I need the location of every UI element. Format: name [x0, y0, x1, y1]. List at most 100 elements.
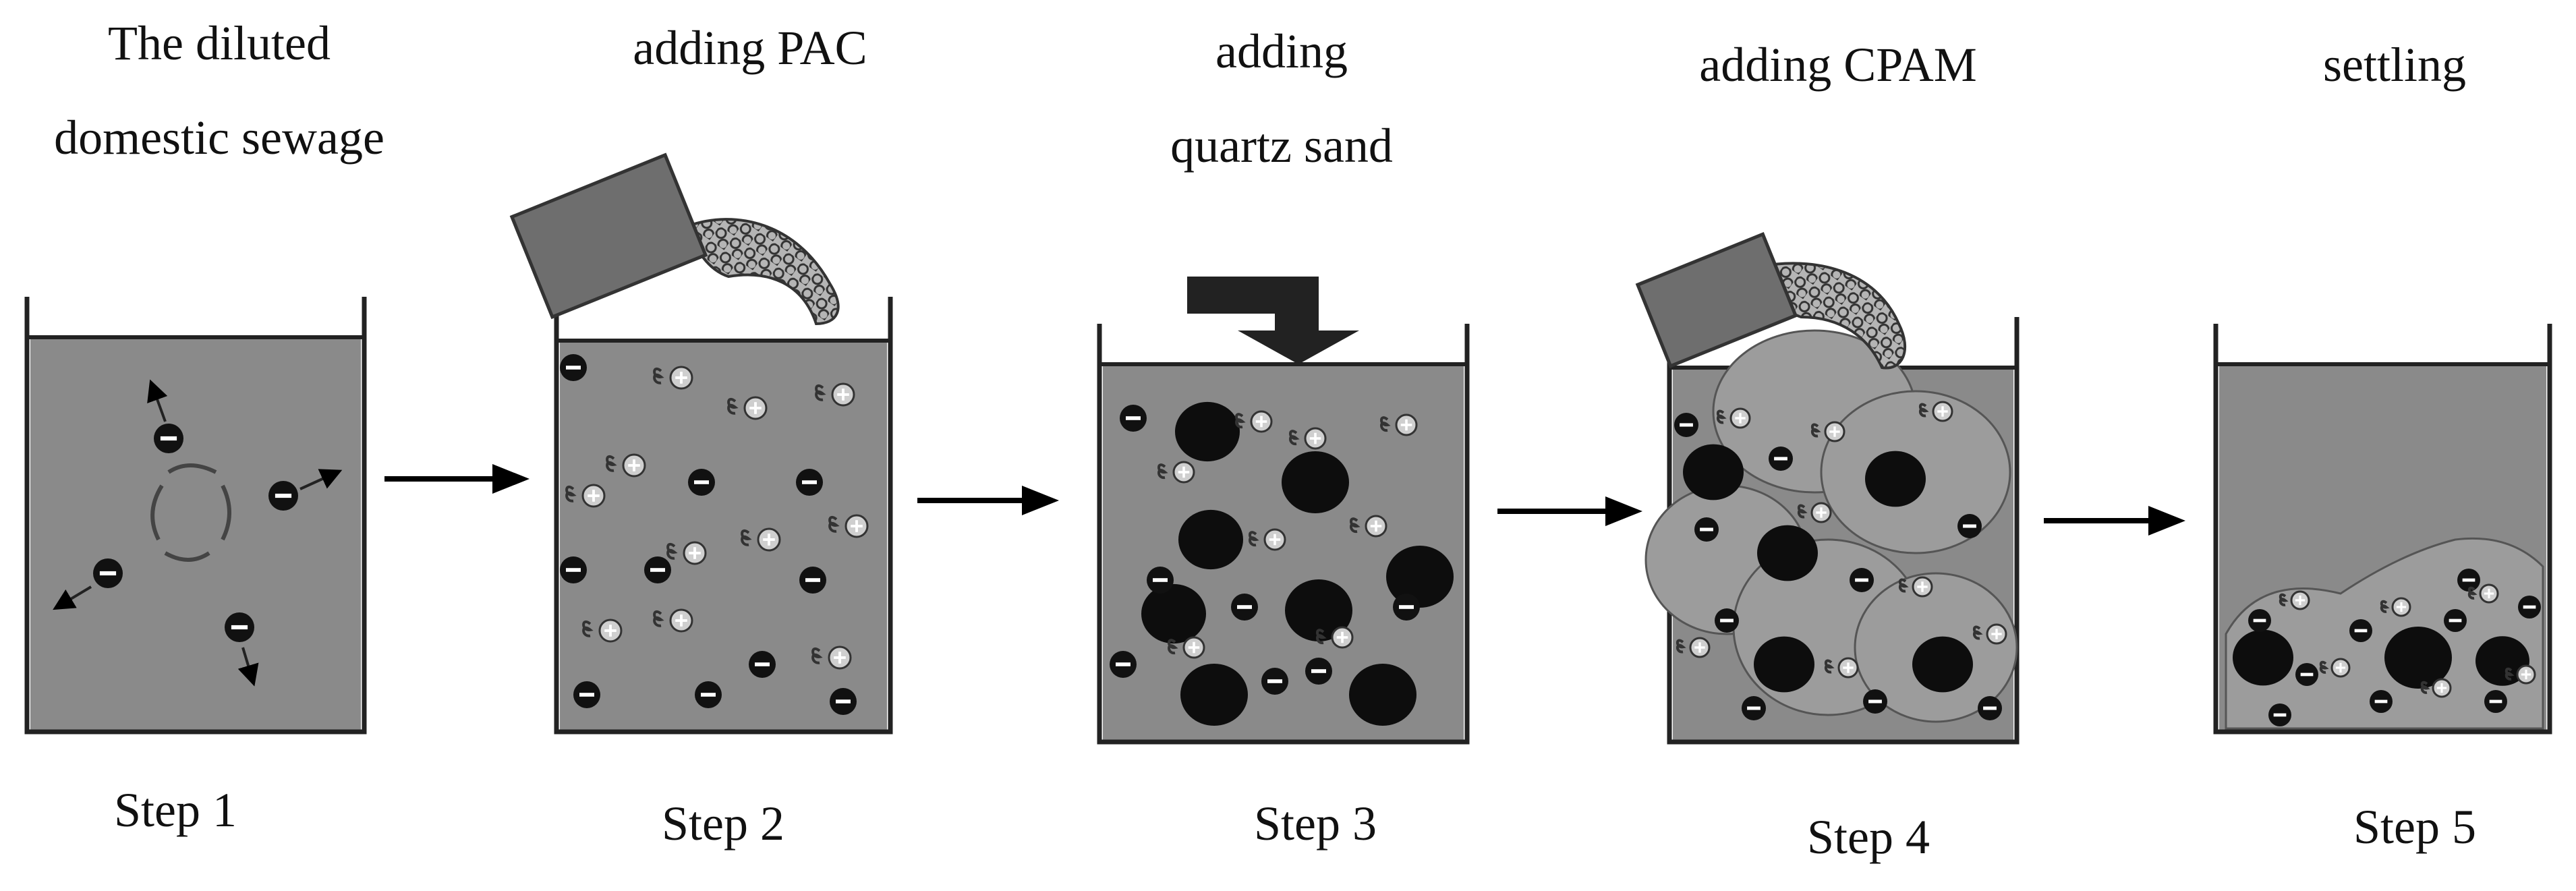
- polymer-strand: [727, 398, 739, 415]
- polymer-strand: [1350, 517, 1361, 534]
- negative-particle: [2518, 596, 2541, 619]
- water-step1: [30, 337, 361, 732]
- polymer-strand: [815, 384, 826, 401]
- negative-particle: [225, 612, 254, 642]
- sand-grain: [1285, 579, 1352, 641]
- beaker-wall-step1: [24, 297, 367, 735]
- sand-grain: [2475, 636, 2529, 686]
- pac-positive-particle: [1395, 413, 1418, 436]
- pac-positive-particle: [1729, 407, 1751, 429]
- polymer-strand: [1289, 430, 1300, 446]
- polymer-strand: [1918, 403, 1929, 418]
- particles-step2: [560, 354, 869, 715]
- pac-powder-stream: [686, 218, 840, 326]
- particles-step4: [1644, 329, 2018, 723]
- beaker-step5: [2213, 324, 2552, 735]
- polymer-strand: [1676, 639, 1686, 654]
- pac-positive-particle: [831, 382, 855, 407]
- pac-positive-particle: [2330, 658, 2351, 678]
- negative-particle: [2295, 663, 2318, 686]
- beaker-wall-step2: [554, 297, 893, 735]
- polymer-strand: [2467, 586, 2478, 600]
- pac-positive-particle: [2432, 678, 2452, 698]
- negative-particle: [268, 481, 298, 511]
- pac-positive-particle: [1912, 576, 1933, 598]
- step3-title-line1: adding: [1215, 24, 1348, 78]
- negative-particle: [1742, 696, 1766, 720]
- step1-title-line2: domestic sewage: [54, 111, 384, 165]
- cpam-bag: [1635, 232, 1798, 368]
- polymer-strand: [666, 543, 678, 560]
- pac-positive-particle: [743, 396, 768, 420]
- polymer-strand: [2380, 600, 2390, 613]
- step5-label: Step 5: [2353, 800, 2476, 854]
- negative-particle: [830, 688, 857, 715]
- dispersed-colloid: [150, 463, 231, 562]
- polymer-strand: [653, 610, 664, 627]
- cpam-bag-icon: [1635, 232, 1906, 370]
- particles-step1: [53, 379, 343, 687]
- process-arrows: [384, 464, 2185, 536]
- motion-arrow: [299, 469, 343, 490]
- pac-positive-particle: [1250, 410, 1273, 433]
- negative-particle: [93, 558, 123, 588]
- sand-grain: [1386, 546, 1454, 608]
- motion-arrow: [237, 647, 259, 687]
- negative-particle: [1694, 517, 1719, 542]
- polymer-strand: [2420, 681, 2430, 694]
- negative-particle: [2457, 569, 2480, 592]
- pac-positive-particle: [1689, 637, 1711, 658]
- polymer-strand: [1316, 629, 1327, 645]
- polymer-strand: [1168, 639, 1178, 655]
- polymer-strand: [2279, 593, 2289, 606]
- pac-positive-particle: [828, 645, 852, 670]
- step4-label: Step 4: [1807, 810, 1930, 864]
- motion-arrow: [53, 585, 92, 610]
- pac-positive-particle: [669, 608, 693, 633]
- negative-particle: [1863, 689, 1887, 714]
- polymer-strand: [2505, 667, 2515, 681]
- negative-particle: [560, 556, 587, 583]
- beaker-step1: [24, 297, 367, 735]
- negative-particle: [560, 354, 587, 381]
- pac-positive-particle: [622, 453, 646, 478]
- polymer-strand: [1797, 504, 1808, 519]
- polymer-strand: [1235, 413, 1246, 429]
- particles-step3: [1110, 401, 1454, 726]
- beaker-step4: [1644, 317, 2020, 745]
- pac-positive-particle: [1365, 515, 1387, 538]
- sand-grain: [1178, 509, 1243, 570]
- step1-title: The diluted domestic sewage: [54, 16, 384, 165]
- beaker-step3: [1097, 324, 1470, 745]
- step2-label: Step 2: [662, 797, 784, 851]
- sand-grain: [1683, 444, 1744, 500]
- pac-positive-particle: [1182, 636, 1205, 659]
- pac-positive-particle: [1172, 461, 1195, 484]
- negative-particle: [2484, 690, 2507, 713]
- pac-positive-particle: [1304, 427, 1327, 450]
- negative-particle: [796, 469, 823, 496]
- pac-positive-particle: [757, 527, 781, 552]
- polymer-strand: [1380, 416, 1391, 432]
- sand-grain: [1141, 583, 1206, 644]
- pac-positive-particle: [845, 514, 869, 538]
- pac-positive-particle: [581, 484, 606, 508]
- sand-grain: [1282, 451, 1349, 513]
- negative-particle: [1231, 594, 1258, 621]
- negative-particle: [1674, 413, 1698, 437]
- sand-arrow: [1187, 277, 1359, 364]
- polymer-strand: [1716, 409, 1727, 424]
- negative-particle: [573, 681, 600, 708]
- polymer-strand: [653, 368, 664, 384]
- polymer-strand: [811, 648, 823, 664]
- negative-particle: [2248, 609, 2271, 632]
- negative-particle: [154, 424, 183, 453]
- step3-label: Step 3: [1254, 797, 1377, 851]
- polymer-strand: [1249, 531, 1259, 547]
- step3-title-line2: quartz sand: [1170, 119, 1393, 173]
- beaker-wall-step3: [1097, 324, 1470, 745]
- negative-particle: [2268, 703, 2291, 726]
- pac-positive-particle: [683, 541, 707, 565]
- beaker-step2: [554, 297, 893, 735]
